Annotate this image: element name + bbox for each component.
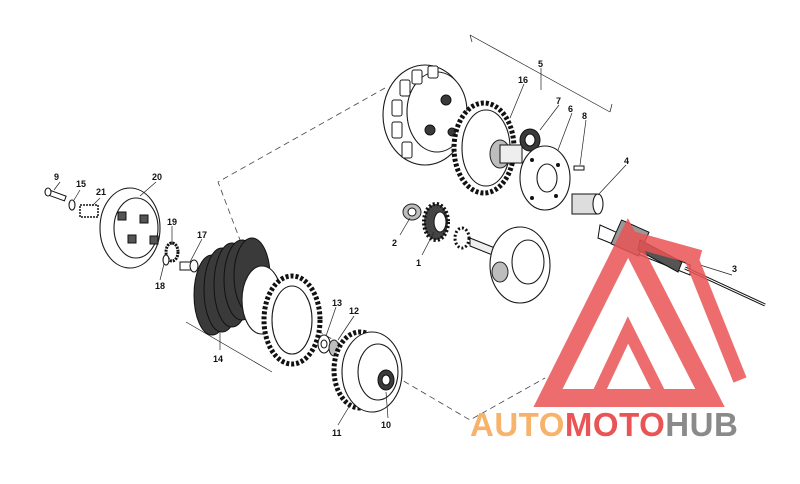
callout-3: 3 [732,264,737,274]
callout-1: 1 [416,258,421,268]
callout-18: 18 [155,281,165,291]
callout-21: 21 [96,187,106,197]
watermark-text-moto: MOTO [565,406,665,443]
pin [573,165,585,171]
clutch-hub [331,329,403,413]
callout-6: 6 [568,104,573,114]
callout-4: 4 [624,156,629,166]
callout-7: 7 [556,96,561,106]
callout-12: 12 [349,306,359,316]
clutch-plates [193,237,323,367]
push-piece [179,259,199,273]
washer-15 [68,199,76,211]
bush-small [402,203,422,221]
clutch-housing [382,64,468,166]
bush [519,128,541,152]
washer-18 [162,254,170,266]
callout-14: 14 [213,354,223,364]
watermark-logo-text: AUTOMOTOHUB [470,406,738,443]
callout-15: 15 [76,179,86,189]
thrust-plate [519,145,571,211]
screw [44,187,67,202]
callout-17: 17 [197,230,207,240]
callout-5: 5 [538,59,543,69]
washer-13 [317,334,331,354]
primary-gear [451,100,523,196]
callout-13: 13 [332,298,342,308]
callout-19: 19 [167,217,177,227]
spring [79,204,99,218]
svg-text:AUTOMOTOHUB: AUTOMOTOHUB [470,406,738,443]
leader-lines [53,68,733,426]
callout-11: 11 [332,428,342,438]
bracket-5 [469,34,613,113]
callout-16: 16 [518,75,528,85]
small-gear [422,202,450,242]
callout-10: 10 [381,420,391,430]
callout-8: 8 [582,111,587,121]
callout-9: 9 [54,172,59,182]
watermark-text-hub: HUB [665,406,738,443]
drum [489,226,551,304]
pressure-plate [99,187,161,269]
callout-labels: 1 2 3 4 5 6 7 8 9 10 11 12 13 14 15 16 1… [54,59,737,438]
watermark-logo-mark [533,218,747,407]
sleeve [571,193,604,215]
hub-nut [377,369,395,391]
callout-20: 20 [152,172,162,182]
callout-2: 2 [392,238,397,248]
bracket-14 [185,321,273,373]
watermark-text-auto: AUTO [470,406,565,443]
bearing [164,241,180,263]
